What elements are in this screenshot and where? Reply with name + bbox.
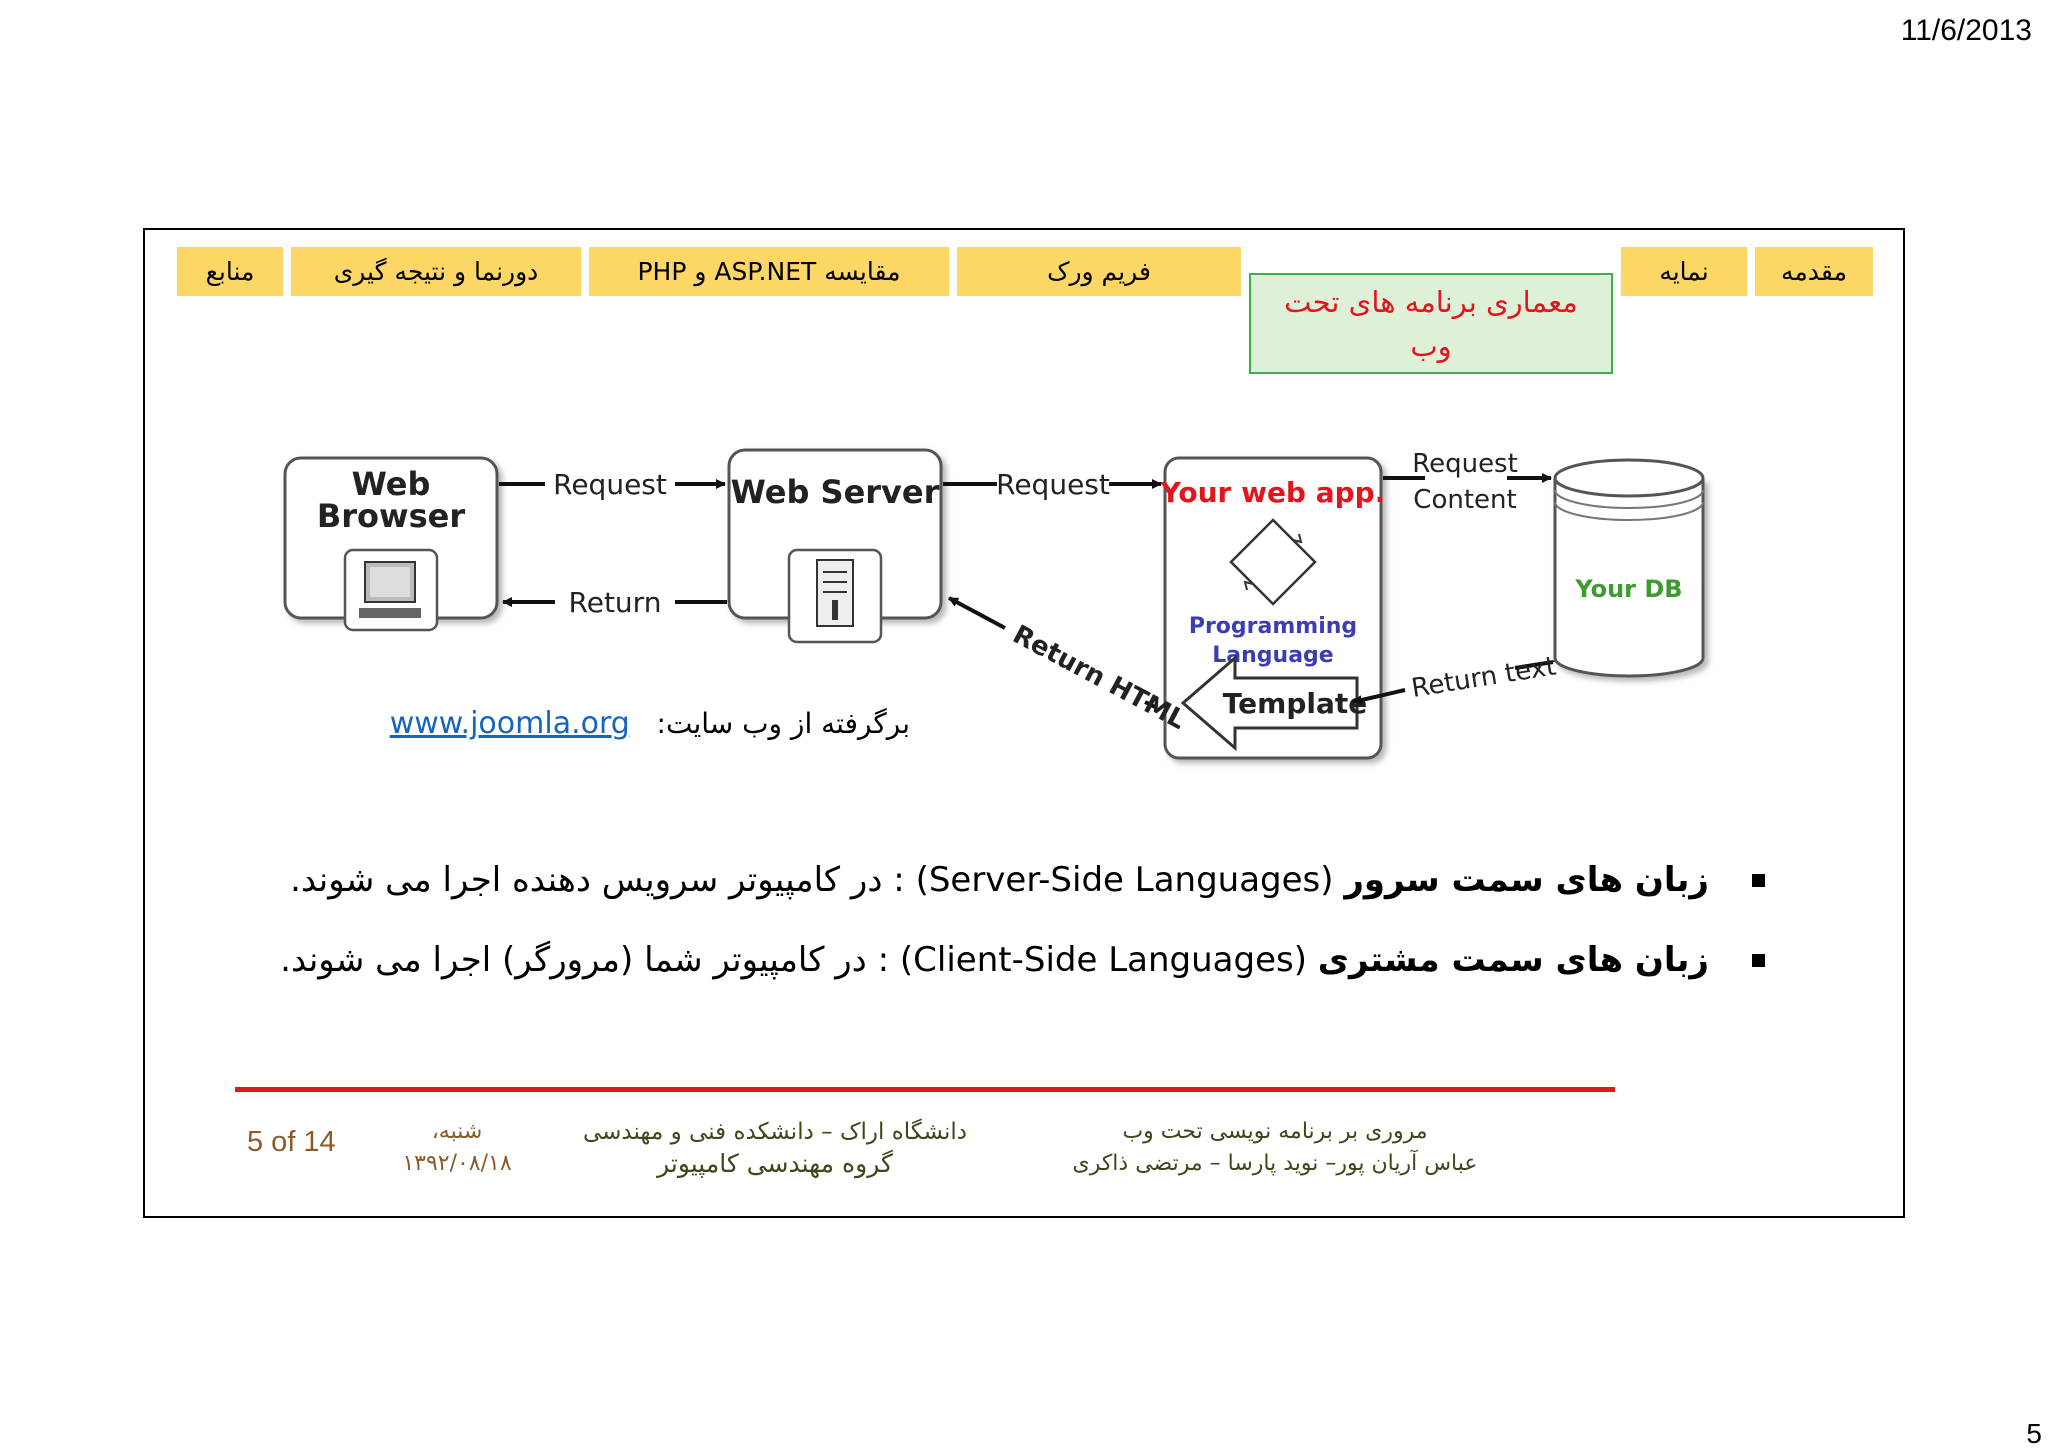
return-arrow-server-to-browser: Return	[502, 586, 727, 619]
return-text-label: Return text	[1409, 651, 1558, 703]
bullet-marker	[1752, 954, 1765, 967]
footer-date-info: شنبه، ۱۳۹۲/۰۸/۱۸	[377, 1116, 537, 1180]
bullet-latin-term: (Client-Side Languages)	[899, 940, 1307, 980]
request-content-label-line2: Content	[1413, 485, 1516, 515]
process-cycle-icon	[1229, 518, 1317, 606]
request-label-2: Request	[996, 468, 1110, 501]
web-server-node: Web Server	[727, 448, 943, 644]
web-app-label: Your web app.	[1160, 476, 1386, 509]
tab-web-architecture-active[interactable]: معماری برنامه های تحت وب	[1249, 273, 1613, 374]
source-label: برگرفته از وب سایت:	[656, 707, 910, 740]
request-label-1: Request	[553, 468, 667, 501]
slide-counter: 5 of 14	[247, 1126, 336, 1158]
request-arrow-browser-to-server: Request	[499, 468, 726, 501]
bullet-client-side: زبان های سمت مشتری (Client-Side Language…	[280, 940, 1765, 980]
footer-day: شنبه،	[431, 1119, 483, 1144]
page-number: 5	[2026, 1418, 2042, 1449]
footer-department: گروه مهندسی کامپیوتر	[657, 1149, 893, 1178]
bullet-description: : در کامپیوتر سرویس دهنده اجرا می شوند.	[290, 860, 916, 900]
server-icon	[787, 548, 883, 644]
tab-index[interactable]: نمایه	[1621, 247, 1747, 296]
return-label-1: Return	[569, 586, 662, 619]
request-arrow-server-to-app: Request	[943, 468, 1162, 501]
computer-icon	[343, 548, 439, 632]
request-content-label-line1: Request	[1412, 449, 1518, 479]
web-browser-label-line1: Web	[352, 465, 431, 503]
source-link[interactable]: www.joomla.org	[389, 706, 630, 741]
web-browser-label-line2: Browser	[317, 497, 465, 535]
database-label: Your DB	[1574, 575, 1682, 603]
tab-aspnet-php-comparison[interactable]: مقایسه ASP.NET و PHP	[589, 247, 949, 296]
footer-title: مروری بر برنامه نویسی تحت وب	[1122, 1119, 1428, 1144]
return-text-arrow: Return text	[1352, 651, 1558, 705]
tab-outlook-conclusion[interactable]: دورنما و نتیجه گیری	[291, 247, 581, 296]
footer-divider	[235, 1087, 1615, 1092]
footer-university: دانشگاه اراک – دانشکده فنی و مهندسی	[582, 1119, 968, 1145]
bullet-bold-term: زبان های سمت سرور	[1344, 860, 1709, 900]
footer-date: ۱۳۹۲/۰۸/۱۸	[402, 1151, 512, 1176]
return-html-arrow: Return HTML	[948, 596, 1191, 736]
source-caption: برگرفته از وب سایت: www.joomla.org	[385, 706, 910, 741]
web-architecture-diagram: Web Browser Web Server	[283, 448, 1705, 760]
request-content-arrow: Request Content	[1383, 449, 1552, 515]
footer-course-info: مروری بر برنامه نویسی تحت وب عباس آریان …	[1055, 1116, 1495, 1180]
template-arrow-shape	[1180, 654, 1359, 752]
tab-references[interactable]: منابع	[177, 247, 283, 296]
footer-authors: عباس آریان پور– نوید پارسا – مرتضی ذاکری	[1072, 1151, 1478, 1176]
bullet-bold-term: زبان های سمت مشتری	[1317, 940, 1709, 980]
database-node: Your DB	[1553, 458, 1705, 678]
web-server-label: Web Server	[731, 473, 940, 511]
bullet-latin-term: (Server-Side Languages)	[915, 860, 1334, 900]
footer-university-info: دانشگاه اراک – دانشکده فنی و مهندسی گروه…	[555, 1116, 995, 1180]
bullet-server-side: زبان های سمت سرور (Server-Side Languages…	[290, 860, 1765, 900]
web-browser-node: Web Browser	[283, 456, 499, 632]
bullet-list: زبان های سمت سرور (Server-Side Languages…	[280, 860, 1765, 1020]
slide: مقدمه نمایه معماری برنامه های تحت وب فری…	[143, 228, 1905, 1218]
page-date: 11/6/2013	[1900, 14, 2032, 47]
bullet-description: : در کامپیوتر شما (مرورگر) اجرا می شوند.	[280, 940, 900, 980]
web-app-node: Your web app. Programming Language Templ…	[1160, 456, 1386, 760]
tab-framework[interactable]: فریم ورک	[957, 247, 1241, 296]
template-label: Template	[1223, 687, 1367, 720]
programming-language-label-line1: Programming	[1189, 614, 1357, 639]
bullet-marker	[1752, 874, 1765, 887]
return-html-label: Return HTML	[1008, 620, 1191, 736]
tab-introduction[interactable]: مقدمه	[1755, 247, 1873, 296]
